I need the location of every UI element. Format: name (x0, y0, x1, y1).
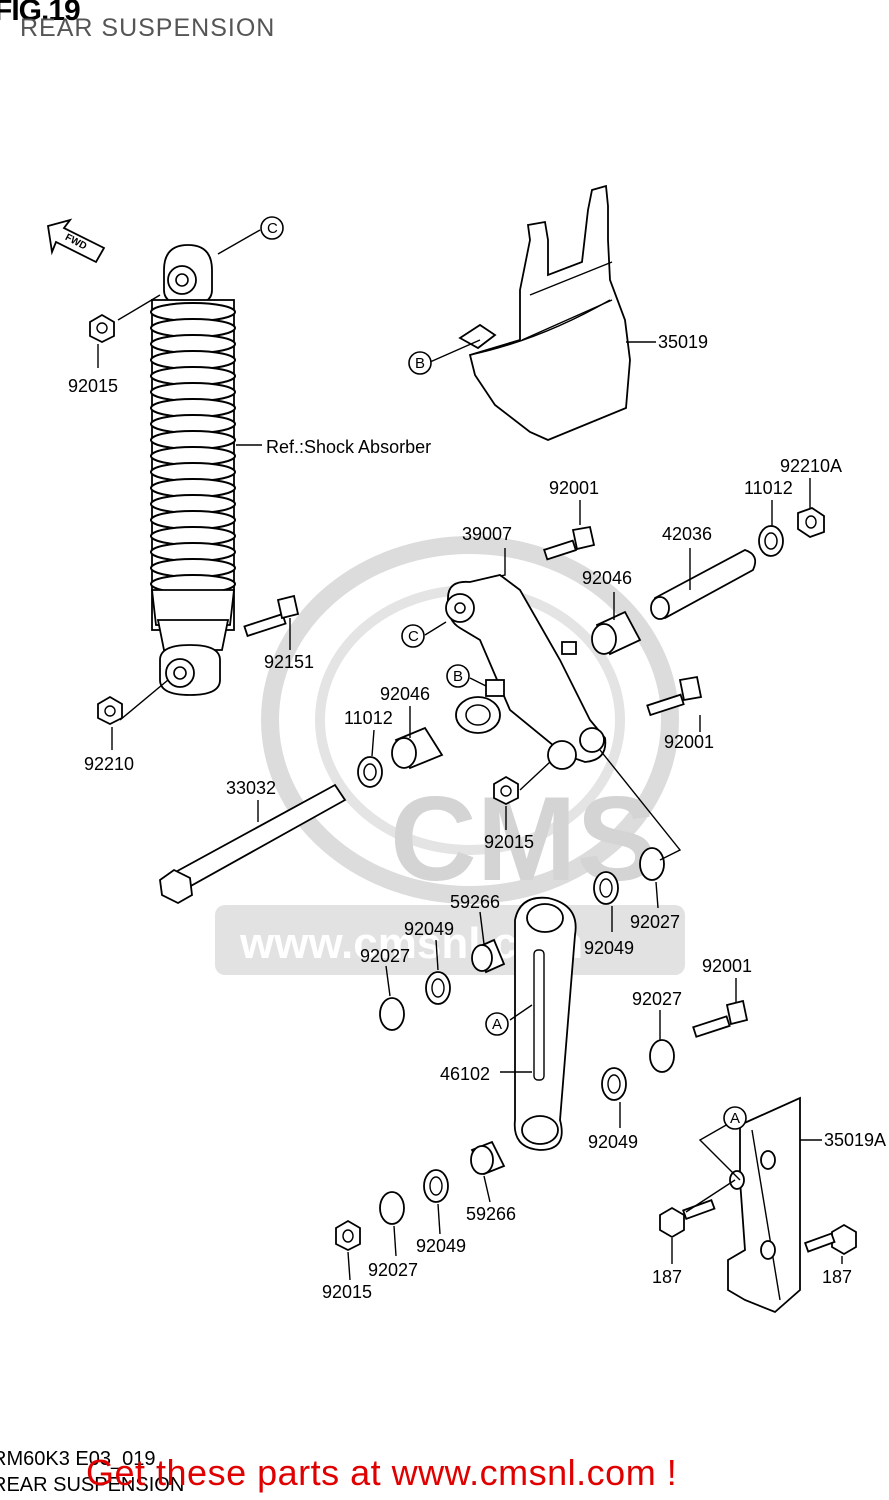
svg-text:B: B (415, 355, 425, 372)
label-46102: 46102 (440, 1064, 490, 1084)
label-92151: 92151 (264, 652, 314, 672)
leader-lines (97, 229, 843, 1281)
connecting-rod-46102 (335, 847, 749, 1252)
callout-a-rod: A (485, 1012, 509, 1036)
label-92049-left: 92049 (404, 919, 454, 939)
label-92001-low: 92001 (702, 956, 752, 976)
callout-b-top: B (408, 351, 432, 375)
bracket-35019a (659, 1096, 857, 1314)
label-92027-right: 92027 (630, 912, 680, 932)
label-11012-right: 11012 (744, 478, 793, 498)
label-35019: 35019 (658, 332, 708, 352)
promo-banner[interactable]: Get these parts at www.cmsnl.com ! (86, 1452, 678, 1493)
label-92210: 92210 (84, 754, 134, 774)
figure-subtitle: REAR SUSPENSION (20, 14, 276, 42)
figure-number: FIG.19 (0, 0, 81, 27)
label-92027-left: 92027 (360, 946, 410, 966)
label-92049-low: 92049 (416, 1236, 466, 1256)
label-187-right: 187 (822, 1267, 852, 1287)
callout-b-mid: B (446, 664, 470, 688)
label-92210a: 92210A (780, 456, 842, 476)
splash-guard-35019 (458, 184, 631, 441)
label-ref-shock: Ref.:Shock Absorber (266, 437, 431, 457)
label-92027-rod-right: 92027 (632, 989, 682, 1009)
label-92027-low: 92027 (368, 1260, 418, 1280)
shock-absorber (150, 244, 236, 696)
svg-text:C: C (267, 220, 278, 237)
label-92015-low: 92015 (322, 1282, 372, 1302)
svg-text:B: B (453, 668, 463, 685)
svg-text:C: C (408, 628, 419, 645)
callout-c-top: C (260, 216, 284, 240)
callout-c-mid: C (401, 624, 425, 648)
label-92046-left: 92046 (380, 684, 430, 704)
label-92001-mid: 92001 (664, 732, 714, 752)
label-35019a: 35019A (824, 1130, 886, 1150)
label-11012-left: 11012 (344, 708, 393, 728)
svg-text:A: A (492, 1016, 502, 1033)
label-42036: 42036 (662, 524, 712, 544)
label-92001-top: 92001 (549, 478, 599, 498)
label-39007: 39007 (462, 524, 512, 544)
svg-text:A: A (730, 1110, 740, 1127)
label-33032: 33032 (226, 778, 276, 798)
footer-code: RM60K3 E03_019 (0, 1448, 156, 1470)
label-92046-right: 92046 (582, 568, 632, 588)
label-92015-top: 92015 (68, 376, 118, 396)
left-hardware (89, 313, 519, 905)
label-92049-right: 92049 (584, 938, 634, 958)
label-59266-low: 59266 (466, 1204, 516, 1224)
label-92015-mid: 92015 (484, 832, 534, 852)
upper-right-hardware (543, 507, 825, 717)
footer-caption: REAR SUSPENSION (0, 1474, 185, 1496)
link-arm-39007 (445, 574, 607, 770)
label-187-left: 187 (652, 1267, 682, 1287)
label-92049-rod-right: 92049 (588, 1132, 638, 1152)
callout-a-bracket: A (723, 1106, 747, 1130)
fwd-arrow: FWD (46, 218, 106, 264)
label-59266-top: 59266 (450, 892, 500, 912)
part-labels: 92015 35019 Ref.:Shock Absorber 92001 92… (68, 332, 886, 1302)
